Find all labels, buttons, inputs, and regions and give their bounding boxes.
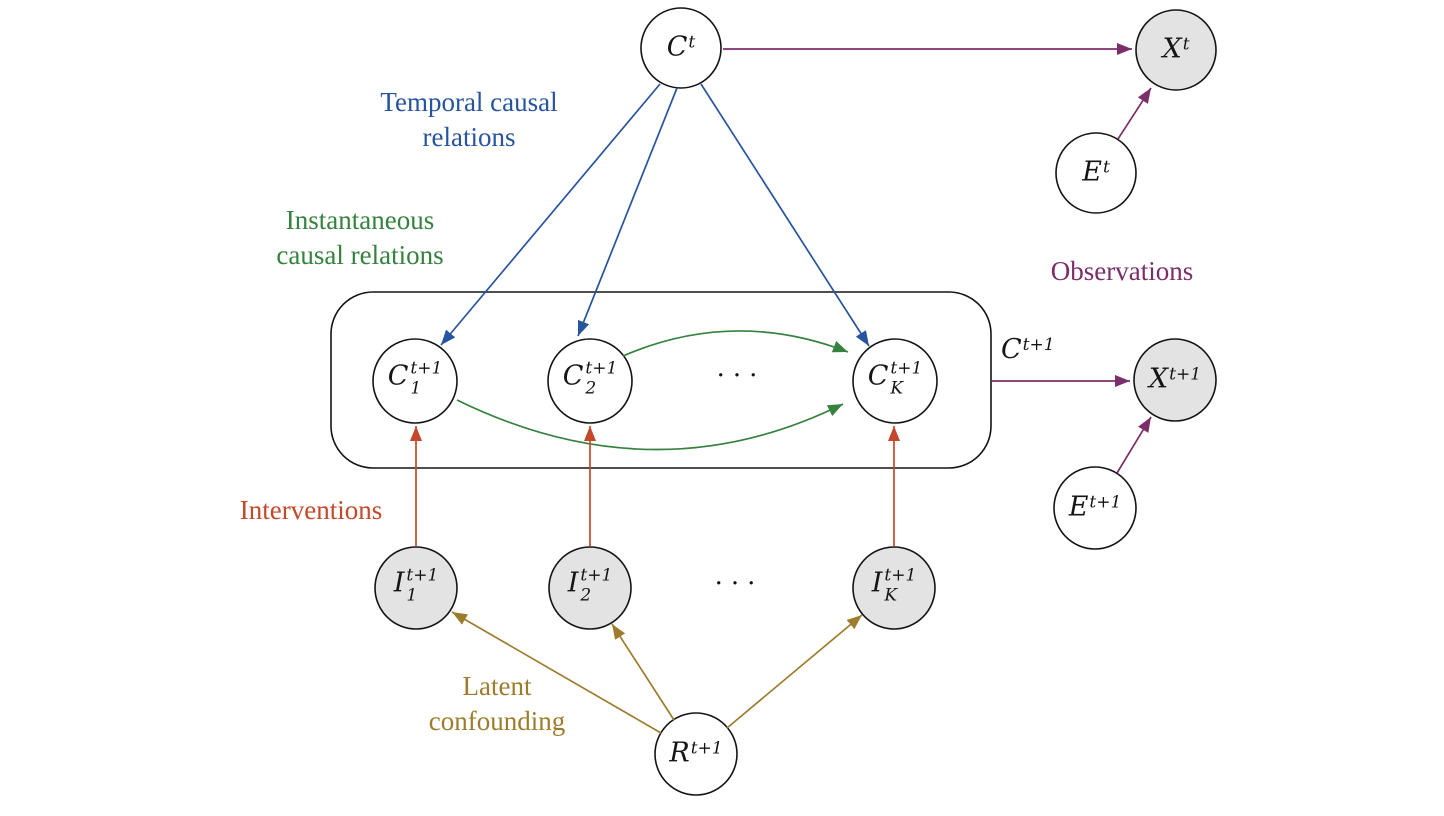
math-sub: K bbox=[884, 585, 898, 606]
ellipsis-i-row: ··· bbox=[714, 569, 764, 599]
math-base: R bbox=[669, 737, 690, 769]
math-sup: t+1 bbox=[580, 565, 613, 586]
label-instantaneous-causal-relations: Instantaneous causal relations bbox=[276, 205, 444, 270]
edge-ct-c1 bbox=[440, 83, 661, 346]
node-circle-c2 bbox=[547, 338, 633, 424]
math-base: E bbox=[1068, 491, 1089, 523]
math-sup: t+1 bbox=[890, 358, 923, 379]
node-circle-et1 bbox=[1053, 466, 1137, 550]
ellipsis-c-row: ··· bbox=[716, 361, 766, 391]
group-box-output-label: Ct+1 bbox=[1001, 336, 1055, 363]
node-label-rt1: Rt+1 bbox=[669, 740, 722, 767]
math-sup: t+1 bbox=[1089, 492, 1122, 513]
node-circle-ik bbox=[852, 546, 936, 630]
node-label-et: Et bbox=[1082, 159, 1110, 186]
math-sup: t+1 bbox=[585, 358, 618, 379]
math-base: C bbox=[666, 31, 688, 63]
edge-rt1-ik bbox=[726, 614, 863, 729]
math-sub: 1 bbox=[410, 378, 422, 399]
node-circle-xt1 bbox=[1133, 338, 1217, 422]
math-base: C bbox=[387, 360, 409, 392]
math-sup: t bbox=[1102, 157, 1110, 178]
math-base: C bbox=[867, 360, 889, 392]
node-circle-ck bbox=[852, 338, 938, 424]
edge-c1-ck bbox=[456, 399, 844, 451]
math-sup: t bbox=[1182, 34, 1190, 55]
node-label-ct: Ct bbox=[667, 34, 696, 61]
edge-ct-ck bbox=[700, 83, 870, 347]
node-circle-ct bbox=[640, 7, 722, 89]
node-circle-rt1 bbox=[654, 712, 738, 796]
edge-rt1-i2 bbox=[611, 623, 675, 721]
math-sup: t+1 bbox=[1169, 364, 1202, 385]
node-label-xt: Xt bbox=[1162, 36, 1189, 63]
math-sub: 2 bbox=[580, 585, 592, 606]
math-sup: t+1 bbox=[406, 565, 439, 586]
label-interventions: Interventions bbox=[239, 495, 383, 525]
math-sub: 2 bbox=[585, 378, 597, 399]
edge-et-xt bbox=[1117, 87, 1152, 140]
node-circle-xt bbox=[1135, 9, 1217, 91]
edge-ct-c2 bbox=[577, 87, 678, 337]
node-circle-i1 bbox=[374, 546, 458, 630]
node-label-xt1: Xt+1 bbox=[1149, 366, 1201, 393]
node-circle-c1 bbox=[372, 338, 458, 424]
math-sup: t+1 bbox=[1022, 335, 1055, 356]
edge-et1-xt1 bbox=[1116, 416, 1152, 474]
math-base: X bbox=[1162, 33, 1182, 65]
math-base: I bbox=[871, 567, 883, 599]
math-base: I bbox=[393, 567, 405, 599]
math-base: X bbox=[1148, 363, 1169, 395]
math-sup: t bbox=[688, 32, 696, 53]
label-temporal-causal-relations: Temporal causal relations bbox=[380, 87, 558, 152]
node-circle-et bbox=[1055, 132, 1137, 214]
label-latent-confounding: Latent confounding bbox=[428, 671, 566, 736]
node-circle-i2 bbox=[548, 546, 632, 630]
instantaneous-group-box bbox=[330, 291, 992, 469]
math-base: C bbox=[562, 360, 584, 392]
math-sub: K bbox=[890, 378, 904, 399]
math-sup: t+1 bbox=[690, 738, 723, 759]
math-sup: t+1 bbox=[410, 358, 443, 379]
math-base: C bbox=[1001, 334, 1022, 366]
edge-rt1-i1 bbox=[451, 611, 662, 734]
node-label-et1: Et+1 bbox=[1069, 494, 1122, 521]
math-base: E bbox=[1082, 156, 1102, 188]
math-sub: 1 bbox=[406, 585, 418, 606]
label-observations: Observations bbox=[1050, 256, 1194, 286]
edge-c2-ck bbox=[622, 330, 849, 357]
math-sup: t+1 bbox=[884, 565, 917, 586]
math-base: I bbox=[567, 567, 579, 599]
